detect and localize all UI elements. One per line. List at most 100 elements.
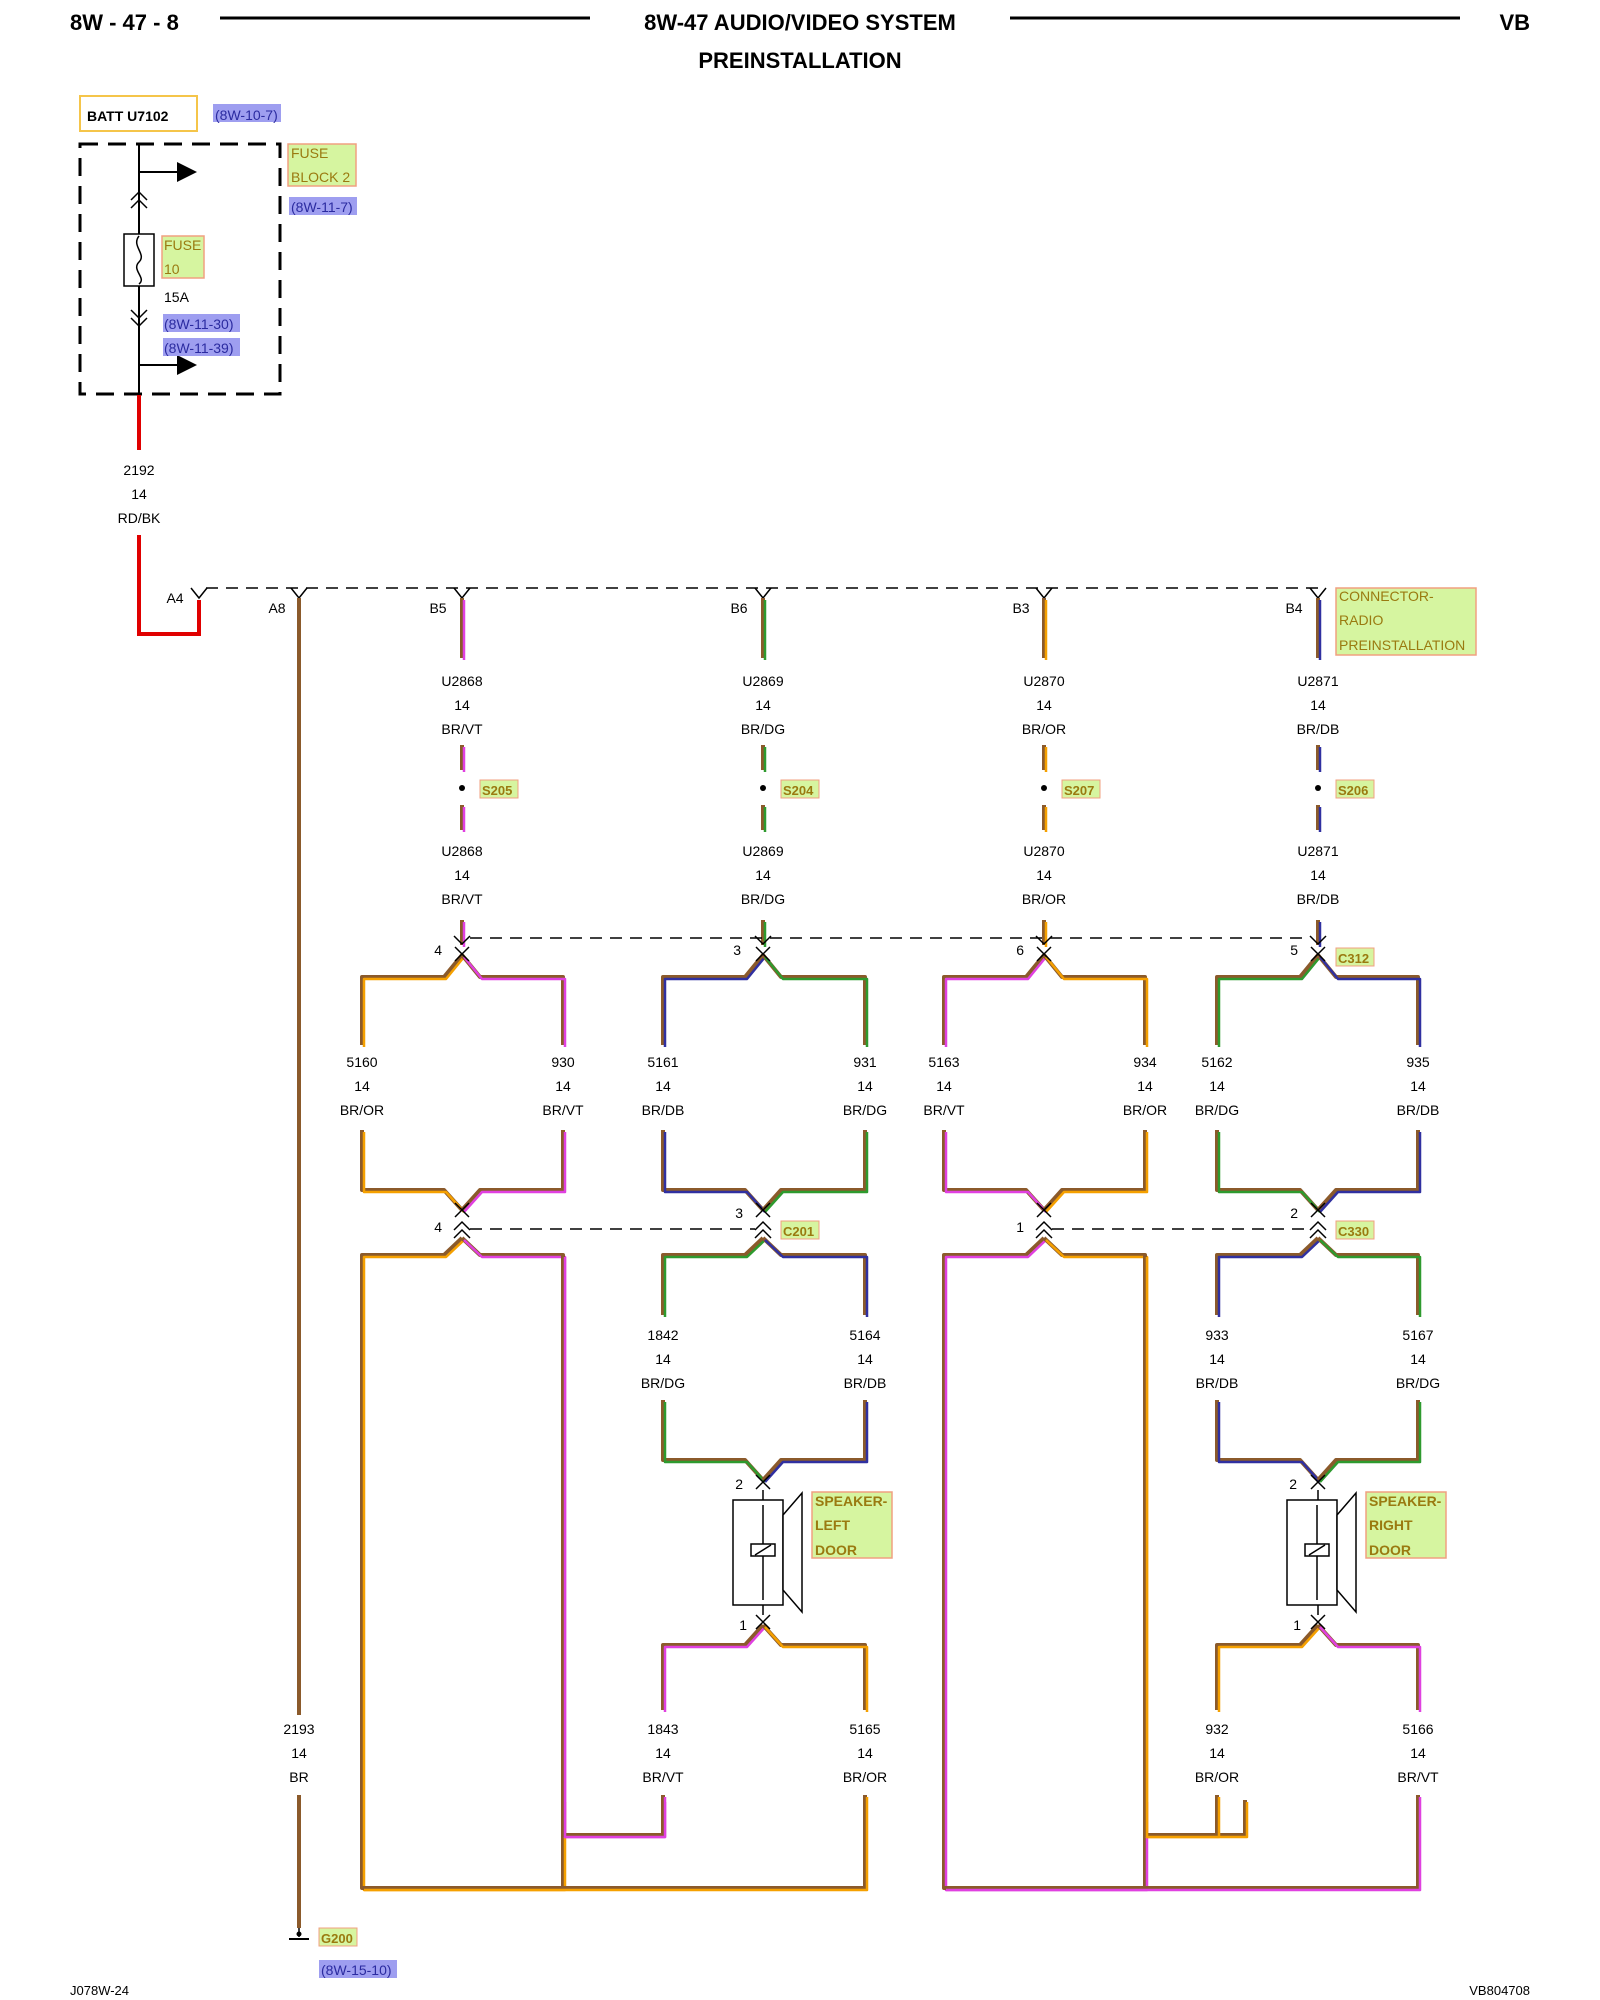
c312-x-1 (755, 946, 771, 962)
radio-wire-label-lower-2-gauge: 14 (1036, 867, 1052, 883)
pin-b5: B5 (429, 600, 446, 616)
page-subtitle: PREINSTALLATION (698, 48, 901, 73)
spk-lower-label-right-0-circuit: 5165 (849, 1721, 880, 1737)
mid-wire-right-upper-0 (460, 953, 565, 1045)
mid-wire-left-upper-2 (942, 953, 1046, 1045)
fuse-block-label-box (287, 143, 357, 187)
splice-dot-1 (760, 785, 766, 791)
radio-wire-label-lower-1-color: BR/DG (741, 891, 785, 907)
mid-wire-label-right-3-gauge: 14 (1410, 1078, 1426, 1094)
mid-wire-label-right-2-color: BR/OR (1123, 1102, 1167, 1118)
spk-upper-label-left-0-color: BR/DG (641, 1375, 685, 1391)
mid-wire-label-left-2-color: BR/VT (923, 1102, 965, 1118)
spk-lower-label-left-0-circuit: 1843 (647, 1721, 678, 1737)
mid-wire-right-lower-0 (460, 1130, 565, 1212)
spk-top-x-0 (755, 1474, 771, 1490)
splice-dot-0 (459, 785, 465, 791)
mid-wire-right-lower-2-tracer (1045, 1132, 1149, 1213)
mid-wire-label-left-0-color: BR/OR (340, 1102, 384, 1118)
mid-wire-label-right-1-circuit: 931 (853, 1054, 877, 1070)
splice-label-box-1 (780, 779, 820, 799)
mid-wire-left-lower-0 (360, 1130, 464, 1212)
fuse-ref1[interactable]: (8W-11-30) (164, 316, 234, 332)
lower-chevron-a-0 (453, 1220, 471, 1231)
mid-wire-right-upper-3 (1316, 953, 1420, 1045)
spk-upper-label-right-1-gauge: 14 (1410, 1351, 1426, 1367)
mid-wire-label-left-3-circuit: 5162 (1201, 1054, 1232, 1070)
radio-connector-label-3: PREINSTALLATION (1339, 637, 1465, 653)
mid-wire-label-left-1-gauge: 14 (655, 1078, 671, 1094)
radio-wire-label-upper-2-color: BR/OR (1022, 721, 1066, 737)
spk-lower-label-left-0-color: BR/VT (642, 1769, 684, 1785)
fuse-ref2[interactable]: (8W-11-39) (164, 340, 234, 356)
spk-upper-label-left-0-circuit: 1842 (647, 1327, 678, 1343)
spk-top-x-1 (1310, 1474, 1326, 1490)
radio-wire-label-lower-0-gauge: 14 (454, 867, 470, 883)
fuse-element (136, 235, 142, 285)
speaker-left-label-1: SPEAKER- (815, 1493, 888, 1509)
spk-lower-label-right-1-gauge: 14 (1410, 1745, 1426, 1761)
spk-upper-right-b-0 (761, 1400, 867, 1482)
mid-wire-label-right-0-circuit: 930 (551, 1054, 575, 1070)
page-title: 8W-47 AUDIO/VIDEO SYSTEM (644, 10, 956, 35)
radio-wire-label-lower-3-gauge: 14 (1310, 867, 1326, 883)
c312-x-0 (454, 946, 470, 962)
feed-wire-gauge: 14 (131, 486, 147, 502)
mid-wire-label-right-2-gauge: 14 (1137, 1078, 1153, 1094)
c201-label: C201 (783, 1224, 814, 1239)
feed-wire-color: RD/BK (118, 510, 161, 526)
spk-upper-label-right-0-color: BR/DB (844, 1375, 887, 1391)
c312-chevron-3 (1309, 935, 1327, 946)
vehicle-code: VB (1499, 10, 1530, 35)
lower-x-2 (1036, 1202, 1052, 1218)
fuse-label-1: FUSE (164, 237, 201, 253)
spk-lower-label-right-0-color: BR/OR (843, 1769, 887, 1785)
mid-wire-left-upper-3 (1215, 953, 1320, 1045)
spk-upper-label-left-1-gauge: 14 (1209, 1351, 1225, 1367)
spk-lower-left-a-1 (1215, 1623, 1320, 1710)
c312-pin-3: 5 (1290, 942, 1298, 958)
spk-left-return-vt (561, 1255, 665, 1837)
lower-chevron-a-2 (1035, 1220, 1053, 1231)
mid-wire-label-left-2-gauge: 14 (936, 1078, 952, 1094)
mid-wire-label-right-0-gauge: 14 (555, 1078, 571, 1094)
splice-label-0: S205 (482, 783, 512, 798)
radio-wire-label-upper-3-circuit: U2871 (1297, 673, 1338, 689)
batt-ref[interactable]: (8W-10-7) (215, 107, 278, 123)
spk-right-return-vt (944, 1795, 1420, 1890)
ground-label: G200 (321, 1931, 353, 1946)
loop-wire-left-0-tracer (362, 1239, 567, 1892)
mid-wire-left-upper-2-tracer (944, 956, 1047, 1047)
radio-wire-label-upper-2-circuit: U2870 (1023, 673, 1064, 689)
spk-upper-left-b-1 (1215, 1400, 1320, 1482)
radio-wire-label-lower-2-color: BR/OR (1022, 891, 1066, 907)
speaker-left-pin-top: 2 (735, 1476, 743, 1492)
speaker-right-label-3: DOOR (1369, 1542, 1411, 1558)
c312-chevron-2 (1035, 935, 1053, 946)
lower-connector-pin-0: 4 (434, 1219, 442, 1235)
pin-b6: B6 (730, 600, 747, 616)
mid-wire-left-upper-0-tracer (362, 956, 465, 1047)
feed-wire-circuit: 2192 (123, 462, 154, 478)
ground-wire-circuit: 2193 (283, 1721, 314, 1737)
ground-ref[interactable]: (8W-15-10) (321, 1962, 392, 1978)
radio-wire-label-upper-3-color: BR/DB (1297, 721, 1340, 737)
spk-lower-right-a-1 (1316, 1623, 1420, 1710)
ground-ref-highlight (319, 1960, 397, 1978)
radio-wire-label-lower-1-gauge: 14 (755, 867, 771, 883)
radio-wire-label-lower-3-color: BR/DB (1297, 891, 1340, 907)
fuse-ref2-highlight (163, 338, 240, 356)
mid-wire-right-upper-2-tracer (1045, 956, 1149, 1047)
mid-wire-label-left-3-color: BR/DG (1195, 1102, 1239, 1118)
spk-upper-right-a-0 (761, 1236, 867, 1315)
radio-wire-label-upper-1-circuit: U2869 (742, 673, 783, 689)
spk-upper-label-right-1-color: BR/DG (1396, 1375, 1440, 1391)
spk-upper-label-right-1-circuit: 5167 (1402, 1327, 1433, 1343)
fuse-block-ref[interactable]: (8W-11-7) (291, 199, 353, 215)
speaker-left-label-2: LEFT (815, 1517, 850, 1533)
splice-label-2: S207 (1064, 783, 1094, 798)
page-number: 8W - 47 - 8 (70, 10, 179, 35)
wire-network (360, 953, 1422, 1892)
